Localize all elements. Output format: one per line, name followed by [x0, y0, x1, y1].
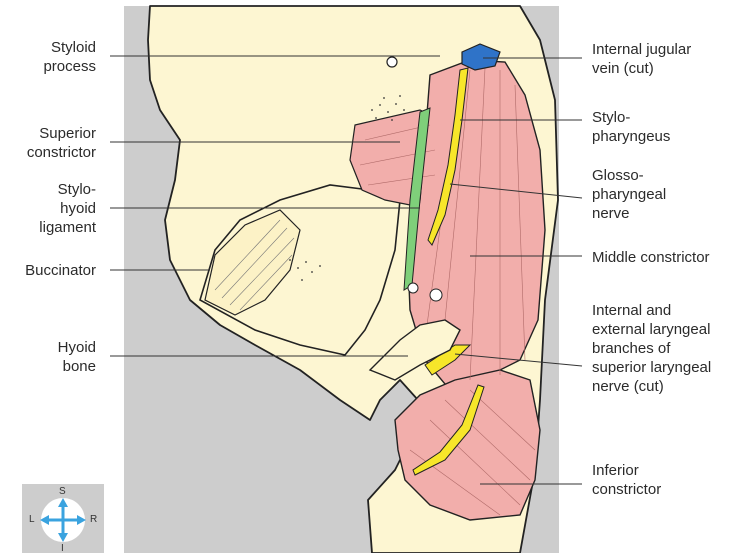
label-superior-constrictor: Superior constrictor	[0, 124, 96, 162]
label-internal-jugular-vein: Internal jugular vein (cut)	[592, 40, 691, 78]
compass-left: L	[29, 514, 35, 525]
compass-superior: S	[59, 486, 66, 497]
foramen-2	[430, 289, 442, 301]
label-middle-constrictor: Middle constrictor	[592, 248, 710, 267]
label-laryngeal-branches: Internal and external laryngeal branches…	[592, 301, 711, 396]
label-styloid-process: Styloid process	[0, 38, 96, 76]
label-buccinator: Buccinator	[0, 261, 96, 280]
styloid-ring	[387, 57, 397, 67]
foramen-1	[408, 283, 418, 293]
label-inferior-constrictor: Inferior constrictor	[592, 461, 661, 499]
label-hyoid-bone: Hyoid bone	[0, 338, 96, 376]
compass-inferior: I	[61, 543, 64, 554]
label-glossopharyngeal-nerve: Glosso- pharyngeal nerve	[592, 166, 666, 223]
label-stylohyoid-ligament: Stylo- hyoid ligament	[0, 180, 96, 237]
compass-right: R	[90, 514, 97, 525]
label-stylopharyngeus: Stylo- pharyngeus	[592, 108, 670, 146]
